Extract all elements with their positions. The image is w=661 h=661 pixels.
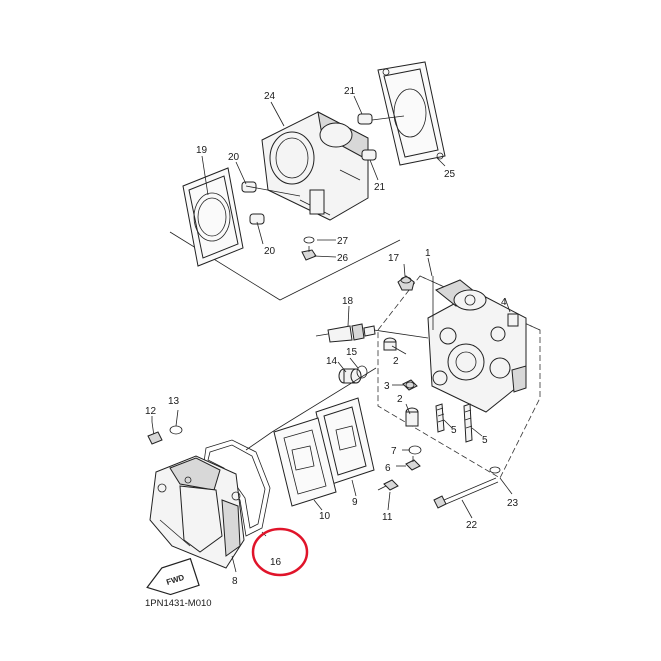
label-part-19: 19 (196, 145, 208, 156)
cylinder-gasket-19 (182, 167, 244, 267)
washer-7 (408, 445, 422, 455)
label-part-10: 10 (319, 511, 331, 522)
o-ring-15 (356, 365, 368, 379)
head-cover-8 (149, 455, 245, 569)
label-part-23: 23 (507, 498, 519, 509)
dowel-pin-21a (357, 113, 373, 125)
washer-27 (303, 236, 315, 244)
dowel-pin-20b (249, 213, 265, 225)
label-part-1: 1 (425, 248, 431, 259)
label-part-9: 9 (352, 497, 358, 508)
bolt-11 (377, 479, 399, 491)
highlight-circle (251, 527, 309, 577)
forward-arrow-icon: FWD (146, 557, 200, 596)
label-part-26: 26 (337, 253, 349, 264)
label-part-21a: 21 (344, 86, 356, 97)
part-labels: 1 2 2 3 4 5 5 6 7 8 9 10 11 12 13 14 15 … (145, 86, 519, 587)
dowel-pin-21b (361, 149, 377, 161)
cylinder-gasket-25 (377, 61, 446, 166)
stud-5a (435, 403, 445, 433)
gasket-9 (315, 397, 375, 485)
label-part-21b: 21 (374, 182, 386, 193)
label-part-25: 25 (444, 169, 456, 180)
label-part-12: 12 (145, 406, 157, 417)
label-part-15: 15 (346, 347, 358, 358)
label-part-18: 18 (342, 296, 354, 307)
bolt-12 (147, 421, 163, 445)
stud-5b (463, 403, 473, 443)
diagram-code: 1PN1431-M010 (145, 598, 212, 609)
label-part-11: 11 (382, 512, 393, 523)
label-part-2a: 2 (393, 356, 399, 367)
head-cover-assembly (147, 367, 513, 573)
plate-10 (273, 417, 337, 507)
cylinder-head-1 (427, 279, 527, 413)
label-part-3: 3 (384, 381, 390, 392)
long-bolt-22 (433, 477, 499, 509)
bolt-26 (301, 246, 317, 261)
sleeve-14 (338, 368, 362, 384)
cylinder-assembly (169, 61, 446, 301)
label-part-6: 6 (385, 463, 391, 474)
label-part-17: 17 (388, 253, 400, 264)
spark-plug-18 (315, 323, 376, 343)
label-part-8: 8 (232, 576, 238, 587)
washer-23 (489, 466, 501, 474)
label-part-5a: 5 (451, 425, 457, 436)
cylinder-head-assembly (315, 257, 541, 479)
label-part-5b: 5 (482, 435, 488, 446)
label-part-14: 14 (326, 356, 338, 367)
label-part-13: 13 (168, 396, 180, 407)
label-part-2b: 2 (397, 394, 403, 405)
label-part-22: 22 (466, 520, 478, 531)
bolt-2b (405, 407, 419, 427)
cylinder-body-24 (261, 111, 369, 221)
label-part-20b: 20 (264, 246, 276, 257)
washer-13 (169, 425, 183, 435)
label-part-16: 16 (270, 557, 282, 568)
label-part-7: 7 (391, 446, 397, 457)
plug-17 (397, 275, 415, 291)
bolt-2a (383, 337, 397, 351)
nut-3 (402, 379, 418, 391)
label-part-4: 4 (501, 297, 507, 308)
label-part-24: 24 (264, 91, 276, 102)
label-part-20a: 20 (228, 152, 240, 163)
dowel-pin-20a (241, 181, 257, 193)
label-part-27: 27 (337, 236, 349, 247)
plug-6 (405, 456, 421, 471)
